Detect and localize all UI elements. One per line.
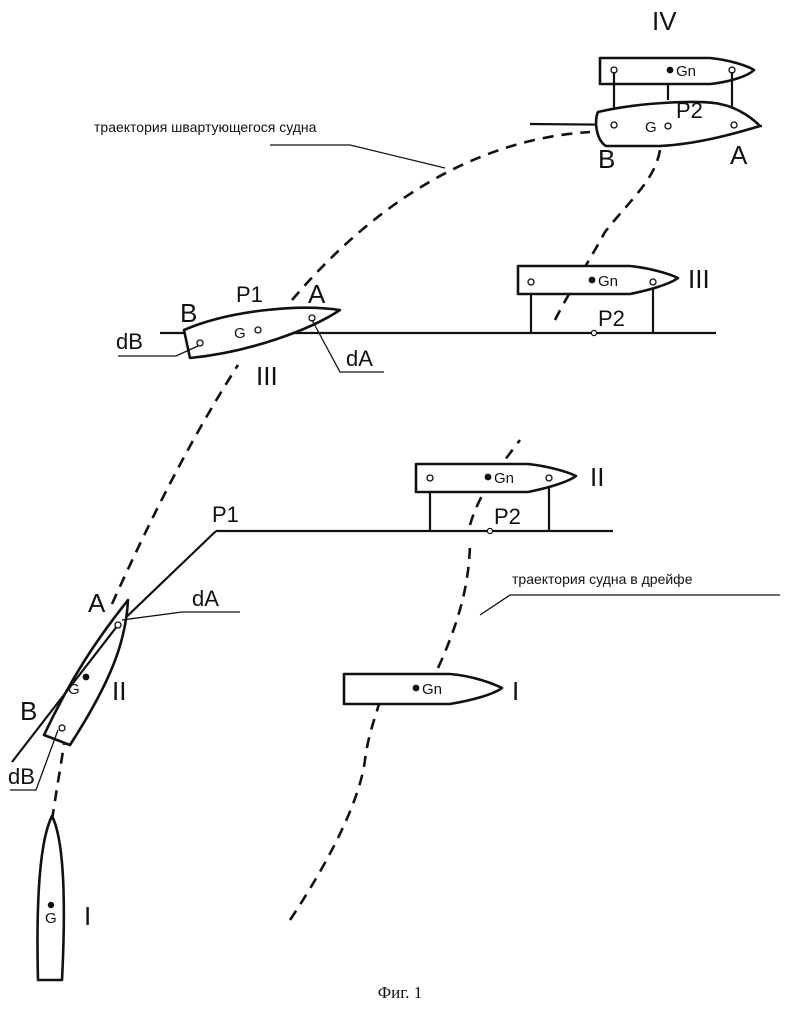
label-p1-iii: P1 [236, 282, 263, 307]
vessel-iv-drift: Gn IV [598, 6, 756, 86]
label-db-ii: dB [8, 764, 35, 789]
label-b-iv: B [598, 144, 615, 174]
label-da-ii: dA [192, 586, 219, 611]
vessel-iii-mooring: G P1 A B III dA dB [116, 279, 384, 391]
label-stage-iii-right: III [688, 264, 710, 294]
label-stage-iii-left: III [256, 361, 278, 391]
label-stage-i-left: I [84, 901, 91, 931]
label-p1: P1 [212, 502, 239, 527]
label-da-iii: dA [346, 346, 373, 371]
label-stage-ii-right: II [590, 462, 604, 492]
label-gn-ii: Gn [494, 470, 514, 487]
label-g-i: G [45, 910, 57, 927]
label-p2-ii: P2 [494, 504, 521, 529]
label-stage-ii-left: II [112, 676, 126, 706]
label-gn-i: Gn [422, 681, 442, 698]
label-p2-iv: P2 [676, 98, 703, 123]
label-b-iii: B [180, 298, 197, 328]
label-g-ii: G [68, 681, 80, 698]
label-gn-iv: Gn [676, 63, 696, 80]
label-g-iv: G [645, 119, 657, 136]
label-a-ii: A [88, 588, 106, 618]
note-trajectory-mooring: траектория швартующегося судна [94, 119, 317, 135]
note-trajectory-drifting: траектория судна в дрейфе [512, 571, 693, 587]
label-b-ii: B [20, 696, 37, 726]
label-g-iii: G [234, 325, 246, 342]
label-stage-iv: IV [652, 6, 677, 36]
mooring-line-p1-slant [117, 530, 217, 626]
vessel-iii-drift: Gn P2 III [516, 264, 710, 337]
label-p2-iii: P2 [598, 306, 625, 331]
label-stage-i-right: I [512, 676, 519, 706]
label-db-iii: dB [116, 329, 143, 354]
vessel-ii-drift: Gn P2 II [414, 462, 604, 535]
figure-caption: Фиг. 1 [378, 983, 423, 1002]
label-a-iii: A [308, 279, 326, 309]
leader-mooring [270, 144, 446, 169]
vessel-iv-moored: G P2 B A [529, 72, 763, 174]
vessel-i-drift: Gn I [342, 672, 519, 706]
label-gn-iii: Gn [598, 273, 618, 290]
leader-drifting [479, 594, 780, 616]
label-a-iv: A [730, 140, 748, 170]
vessel-i-mooring: G I [36, 814, 91, 982]
vessel-ii-mooring: G A B II dA dB [8, 586, 240, 791]
